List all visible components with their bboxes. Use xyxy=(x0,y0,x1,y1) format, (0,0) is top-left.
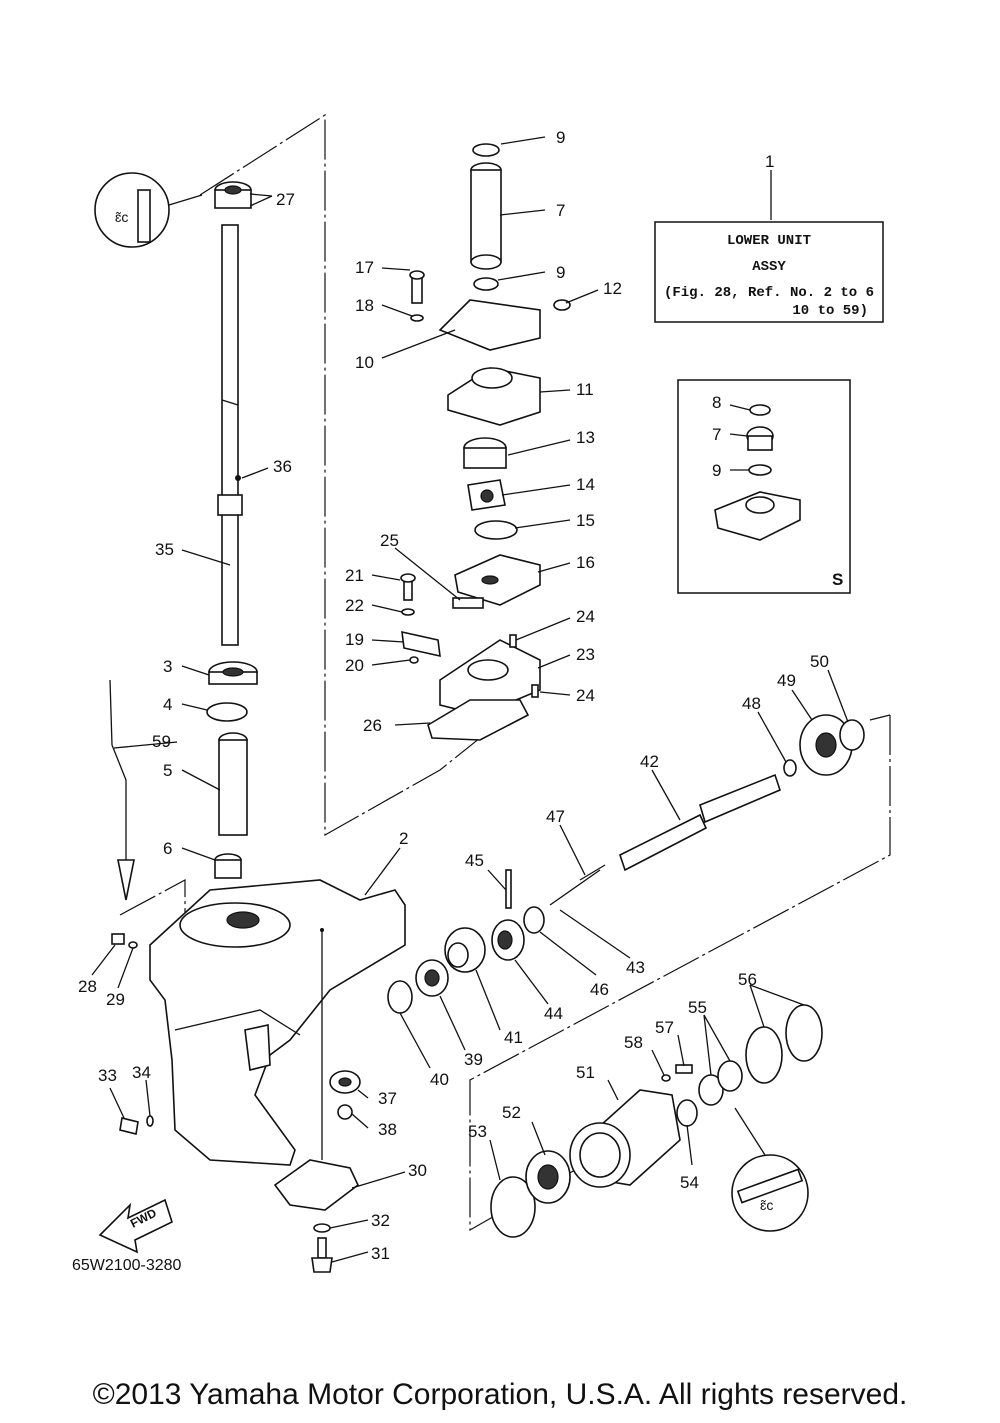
callout-13: 13 xyxy=(576,428,595,447)
callout-55: 55 xyxy=(688,998,707,1017)
shift-rod xyxy=(109,679,135,901)
callout-34: 34 xyxy=(132,1063,151,1082)
callout-50: 50 xyxy=(810,652,829,671)
s-type-inset-box: S xyxy=(677,379,851,594)
callout-24-bottom: 24 xyxy=(576,686,595,705)
assy-box-line2: ASSY xyxy=(752,259,786,275)
callout-7-inset: 7 xyxy=(712,425,721,444)
svg-text:ɛ̃c: ɛ̃c xyxy=(115,209,128,225)
callout-59: 59 xyxy=(152,732,171,751)
fwd-arrow: FWD xyxy=(98,1198,173,1254)
callout-32: 32 xyxy=(371,1211,390,1230)
callout-9-top: 9 xyxy=(556,128,565,147)
callout-9-mid: 9 xyxy=(556,263,565,282)
callout-31: 31 xyxy=(371,1244,390,1263)
callout-11: 11 xyxy=(576,380,594,399)
callout-47: 47 xyxy=(546,807,565,826)
propeller-shaft-group xyxy=(387,714,865,1014)
callout-9-inset: 9 xyxy=(712,461,721,480)
callout-35: 35 xyxy=(155,540,174,559)
callout-6: 6 xyxy=(163,839,172,858)
callout-26: 26 xyxy=(363,716,382,735)
callout-2: 2 xyxy=(399,829,408,848)
water-pump-group xyxy=(400,143,571,741)
callout-7: 7 xyxy=(556,201,565,220)
svg-text:ɛ̃c: ɛ̃c xyxy=(760,1197,773,1213)
callout-58: 58 xyxy=(624,1033,643,1052)
lower-case-housing xyxy=(149,879,406,1166)
diagram-code: 65W2100-3280 xyxy=(72,1257,182,1274)
callout-48: 48 xyxy=(742,694,761,713)
assy-box-line3: (Fig. 28, Ref. No. 2 to 6 xyxy=(664,285,874,301)
copyright-notice: ©2013 Yamaha Motor Corporation, U.S.A. A… xyxy=(92,1378,908,1411)
callout-22: 22 xyxy=(345,596,364,615)
callout-54: 54 xyxy=(680,1173,699,1192)
callout-43: 43 xyxy=(626,958,645,977)
callout-37: 37 xyxy=(378,1089,397,1108)
callout-29: 29 xyxy=(106,990,125,1009)
callout-30: 30 xyxy=(408,1161,427,1180)
lower-shaft-parts xyxy=(206,661,258,879)
callout-46: 46 xyxy=(590,980,609,999)
callout-36: 36 xyxy=(273,457,292,476)
callout-40: 40 xyxy=(430,1070,449,1089)
callout-41: 41 xyxy=(504,1028,523,1047)
callout-numbers: 9 7 9 1 17 18 10 12 11 13 14 15 16 25 21… xyxy=(78,128,829,1263)
lower-unit-assy-box: LOWER UNIT ASSY (Fig. 28, Ref. No. 2 to … xyxy=(654,221,884,323)
callout-39: 39 xyxy=(464,1050,483,1069)
callout-15: 15 xyxy=(576,511,595,530)
callout-12: 12 xyxy=(603,279,622,298)
callout-25: 25 xyxy=(380,531,399,550)
callout-24-top: 24 xyxy=(576,607,595,626)
callout-1: 1 xyxy=(765,152,774,171)
callout-21: 21 xyxy=(345,566,364,585)
callout-49: 49 xyxy=(777,671,796,690)
callout-52: 52 xyxy=(502,1103,521,1122)
callout-4: 4 xyxy=(163,695,172,714)
callout-33: 33 xyxy=(98,1066,117,1085)
callout-14: 14 xyxy=(576,475,595,494)
callout-27: 27 xyxy=(276,190,295,209)
callout-23: 23 xyxy=(576,645,595,664)
drive-shaft-group xyxy=(214,181,252,646)
anode-and-bolt xyxy=(273,930,359,1273)
callout-18: 18 xyxy=(355,296,374,315)
assy-box-line1: LOWER UNIT xyxy=(727,233,811,249)
pinion-gear xyxy=(329,1070,361,1120)
callout-10: 10 xyxy=(355,353,374,372)
callout-51: 51 xyxy=(576,1063,595,1082)
callout-8: 8 xyxy=(712,393,721,412)
callout-45: 45 xyxy=(465,851,484,870)
callout-44: 44 xyxy=(544,1004,563,1023)
drain-screws xyxy=(111,933,154,1135)
callout-17: 17 xyxy=(355,258,374,277)
callout-57: 57 xyxy=(655,1018,674,1037)
callout-5: 5 xyxy=(163,761,172,780)
sealant-symbol-bottom: ɛ̃c xyxy=(731,1154,809,1232)
callout-28: 28 xyxy=(78,977,97,996)
callout-16: 16 xyxy=(576,553,595,572)
callout-42: 42 xyxy=(640,752,659,771)
callout-19: 19 xyxy=(345,630,364,649)
callout-56: 56 xyxy=(738,970,757,989)
sealant-symbol-top: ɛ̃c xyxy=(94,172,203,248)
callout-38: 38 xyxy=(378,1120,397,1139)
callout-53: 53 xyxy=(468,1122,487,1141)
callout-20: 20 xyxy=(345,656,364,675)
callout-3: 3 xyxy=(163,657,172,676)
bearing-housing-group xyxy=(490,1004,823,1238)
s-box-label: S xyxy=(832,570,843,589)
leader-lines xyxy=(91,136,849,1263)
assy-box-line4: 10 to 59) xyxy=(792,303,868,319)
